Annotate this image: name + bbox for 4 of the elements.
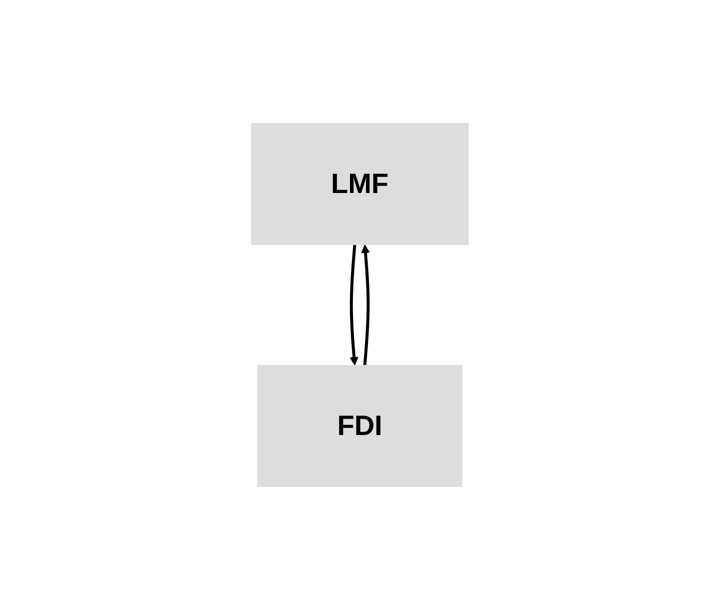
node-box: LMF	[251, 122, 469, 244]
arrow	[350, 244, 359, 365]
node-box: FDI	[257, 364, 463, 486]
arrow	[361, 244, 370, 365]
